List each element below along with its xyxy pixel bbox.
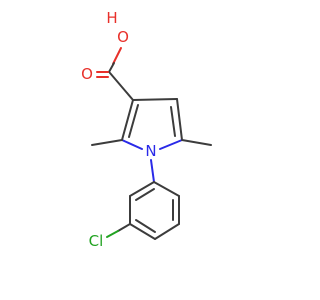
bond-c4-c5 [176, 98, 183, 141]
bond-ph6-ph1 [129, 181, 155, 197]
pyrrole-n-label: N [145, 142, 156, 160]
chloro-label: Cl [89, 232, 104, 250]
bond-ph1-ph2 [153, 181, 180, 197]
carbonyl-o-label: O [81, 65, 93, 83]
bond-c-ring3 [109, 72, 134, 101]
molecule-structure: H O O N Cl [81, 9, 212, 250]
bond-ph6-ph1-inner [135, 188, 155, 201]
bond-ph4-ph5-inner [135, 219, 156, 233]
hydroxyl-o-label: O [117, 28, 129, 46]
hydroxyl-h-label: H [106, 9, 117, 27]
bond-c-cl-carbon-part [117, 223, 131, 232]
bond-c5-methyl [181, 139, 212, 146]
bond-c4-c5-inner [170, 106, 176, 137]
bond-c-oh-carbon-part [108, 62, 115, 73]
bond-c2-methyl [91, 139, 123, 146]
bond-ph3-ph4 [154, 223, 180, 240]
bond-c2-c3-inner [128, 104, 139, 138]
structure-canvas: H O O N Cl [81, 9, 212, 250]
bond-c-oh [112, 47, 122, 65]
bond-ph4-ph5 [129, 223, 156, 240]
bond-c3-c4 [132, 98, 178, 101]
bond-n-phenyl [150, 159, 155, 183]
bond-c-cl [106, 230, 119, 238]
bond-c5-n [159, 139, 183, 150]
bond-n-c2 [121, 139, 143, 150]
bond-c2-c3 [121, 99, 134, 141]
